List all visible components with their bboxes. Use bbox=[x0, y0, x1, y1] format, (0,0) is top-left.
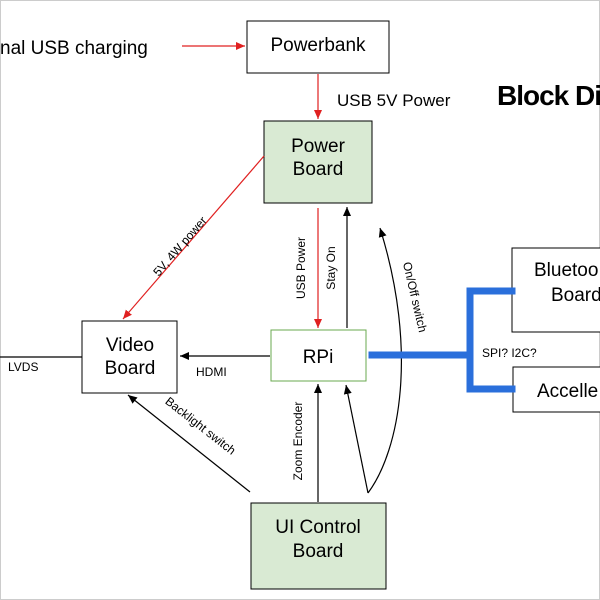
on-off-switch-arrow bbox=[367, 227, 402, 494]
lvds-label: LVDS bbox=[8, 360, 38, 374]
spi-i2c-label: SPI? I2C? bbox=[482, 346, 537, 360]
power-board-box bbox=[263, 120, 373, 204]
hdmi-label: HDMI bbox=[196, 365, 227, 379]
usb-power-label: USB Power bbox=[294, 237, 308, 299]
power-board-label-line1: Power bbox=[291, 136, 346, 157]
diagram-title: Block Diagram bbox=[497, 80, 600, 111]
backlight-switch-arrow bbox=[127, 394, 251, 493]
video-power-label: 5V, 4W power bbox=[150, 214, 209, 279]
powerbank-label: Powerbank bbox=[270, 35, 366, 56]
ui-control-board-label-line1: UI Control bbox=[275, 517, 361, 538]
ui-control-board-box bbox=[250, 502, 387, 590]
rpi-label: RPi bbox=[303, 347, 334, 368]
stay-on-label: Stay On bbox=[324, 246, 338, 289]
power-board-label-line2: Board bbox=[293, 159, 344, 180]
usb-charging-label: nal USB charging bbox=[0, 38, 148, 59]
usb-5v-label: USB 5V Power bbox=[337, 91, 451, 110]
video-power-arrow bbox=[122, 155, 265, 320]
bus-connector bbox=[368, 287, 516, 393]
video-board-box bbox=[81, 320, 178, 394]
video-board-label-line1: Video bbox=[106, 335, 154, 356]
accelerometer-label: Accelle bbox=[537, 381, 598, 402]
backlight-switch-label: Backlight switch bbox=[163, 394, 239, 458]
zoom-encoder-label: Zoom Encoder bbox=[291, 402, 305, 481]
on-off-switch-label: On/Off switch bbox=[400, 261, 430, 334]
bluetooth-board-label-line2: Board bbox=[551, 285, 600, 306]
bluetooth-board-label-line1: Bluetoo bbox=[534, 260, 598, 281]
ui-to-rpi-arrow bbox=[343, 384, 369, 494]
rpi-box bbox=[270, 329, 367, 382]
accelerometer-box bbox=[512, 366, 600, 413]
ui-control-board-label-line2: Board bbox=[293, 541, 344, 562]
video-board-label-line2: Board bbox=[105, 358, 156, 379]
powerbank-box bbox=[246, 20, 390, 74]
